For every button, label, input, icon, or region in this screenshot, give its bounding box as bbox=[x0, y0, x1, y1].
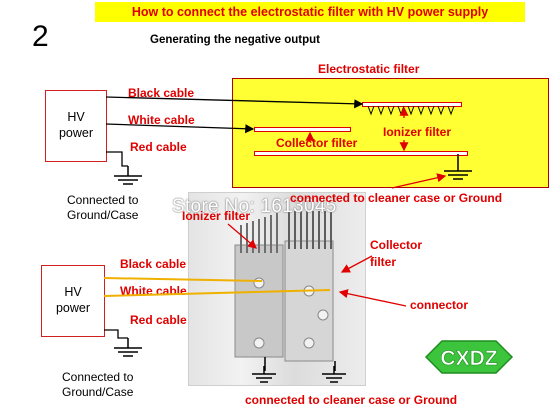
collector-filter-label-bottom-line2: filter bbox=[370, 255, 397, 269]
collector-plate-lower bbox=[254, 151, 468, 156]
ground-label-bottom-line1: Connected to bbox=[62, 370, 134, 384]
case-ground-label-top: connected to cleaner case or Ground bbox=[290, 191, 503, 205]
electrostatic-filter-label: Electrostatic filter bbox=[318, 62, 420, 76]
logo-text: CXDZ bbox=[440, 347, 497, 370]
ground-icon-photo-left bbox=[252, 366, 276, 383]
ionizer-filter-label-top: Ionizer filter bbox=[383, 125, 452, 139]
red-cable-label-top: Red cable bbox=[130, 140, 187, 154]
black-cable-label-bottom: Black cable bbox=[120, 257, 187, 271]
filter-photo bbox=[188, 192, 366, 386]
black-cable-wire-top bbox=[105, 96, 364, 109]
red-cable-wire-top bbox=[106, 151, 128, 167]
black-cable-label-top: Black cable bbox=[128, 86, 195, 100]
ground-icon-bottom-left bbox=[114, 338, 142, 357]
hv-box-top-line1: HV bbox=[67, 110, 85, 124]
ionizer-fins bbox=[240, 213, 278, 253]
white-cable-label-top: White cable bbox=[128, 113, 195, 127]
red-cable-wire-bottom bbox=[104, 329, 128, 339]
collector-fins bbox=[288, 211, 332, 249]
filter-photo-drawing bbox=[234, 211, 336, 371]
hv-power-box-top: HV power bbox=[45, 90, 107, 162]
case-ground-label-bottom: connected to cleaner case or Ground bbox=[245, 393, 458, 407]
ground-label-top-line2: Ground/Case bbox=[67, 208, 139, 222]
electrostatic-filter-area bbox=[232, 78, 549, 188]
collector-plate-upper bbox=[254, 127, 351, 132]
white-cable-wire-bottom bbox=[103, 289, 331, 297]
ionizer-needles bbox=[367, 105, 455, 116]
hv-box-top-line2: power bbox=[58, 126, 94, 140]
hv-box-bottom-line2: power bbox=[55, 301, 91, 315]
subtitle: Generating the negative output bbox=[150, 34, 320, 46]
title-banner: How to connect the electrostatic filter … bbox=[95, 2, 525, 22]
store-watermark: Store No: 1613045 bbox=[172, 196, 337, 217]
ground-icon-filter bbox=[444, 154, 472, 180]
hv-box-bottom-line1: HV bbox=[64, 285, 82, 299]
connector-label: connector bbox=[410, 298, 469, 312]
ground-icon-top-left bbox=[114, 166, 142, 185]
black-cable-wire-bottom bbox=[103, 277, 263, 282]
red-cable-label-bottom: Red cable bbox=[130, 313, 187, 327]
hv-power-box-bottom: HV power bbox=[41, 265, 105, 337]
ground-label-bottom-line2: Ground/Case bbox=[62, 385, 134, 399]
ionizer-filter-label-bottom: Ionizer filter bbox=[182, 209, 251, 223]
cxdz-logo: CXDZ bbox=[424, 340, 514, 374]
ground-label-top-line1: Connected to bbox=[67, 193, 139, 207]
step-number: 2 bbox=[32, 20, 49, 53]
white-cable-wire-top bbox=[105, 123, 255, 134]
ground-icon-photo-right bbox=[322, 366, 346, 383]
collector-filter-label-bottom-line1: Collector bbox=[370, 238, 423, 252]
collector-filter-label-top: Collector filter bbox=[276, 136, 358, 150]
